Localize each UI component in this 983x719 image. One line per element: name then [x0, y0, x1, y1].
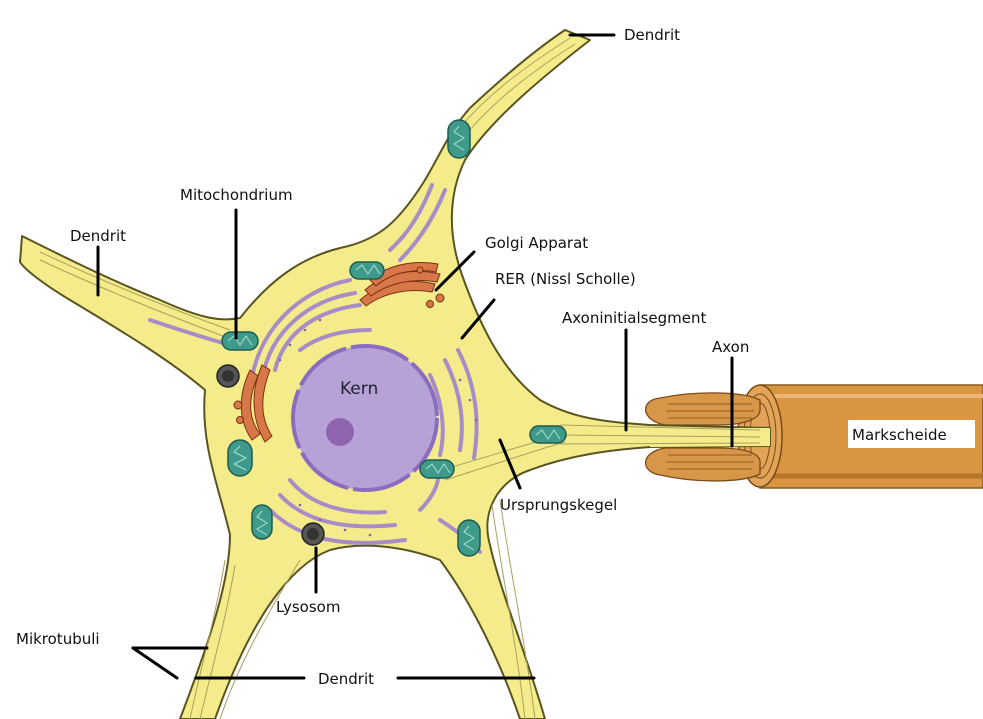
- label-lysosome: Lysosom: [276, 598, 340, 616]
- label-mitochondrion: Mitochondrium: [180, 186, 293, 204]
- label-dendrite-top: Dendrit: [624, 26, 680, 44]
- label-initial-segment: Axoninitialsegment: [562, 309, 707, 327]
- nucleus: [293, 346, 437, 490]
- label-microtubules: Mikrotubuli: [16, 630, 100, 648]
- label-rer: RER (Nissl Scholle): [495, 270, 636, 288]
- label-golgi: Golgi Apparat: [485, 234, 588, 252]
- label-nucleus: Kern: [340, 379, 378, 399]
- label-myelin: Markscheide: [852, 426, 947, 444]
- label-axon-hillock: Ursprungskegel: [500, 496, 617, 514]
- label-dendrite-left: Dendrit: [70, 227, 126, 245]
- label-dendrite-bottom: Dendrit: [318, 670, 374, 688]
- leader-microtubules-b: [133, 648, 177, 678]
- label-axon: Axon: [712, 338, 749, 356]
